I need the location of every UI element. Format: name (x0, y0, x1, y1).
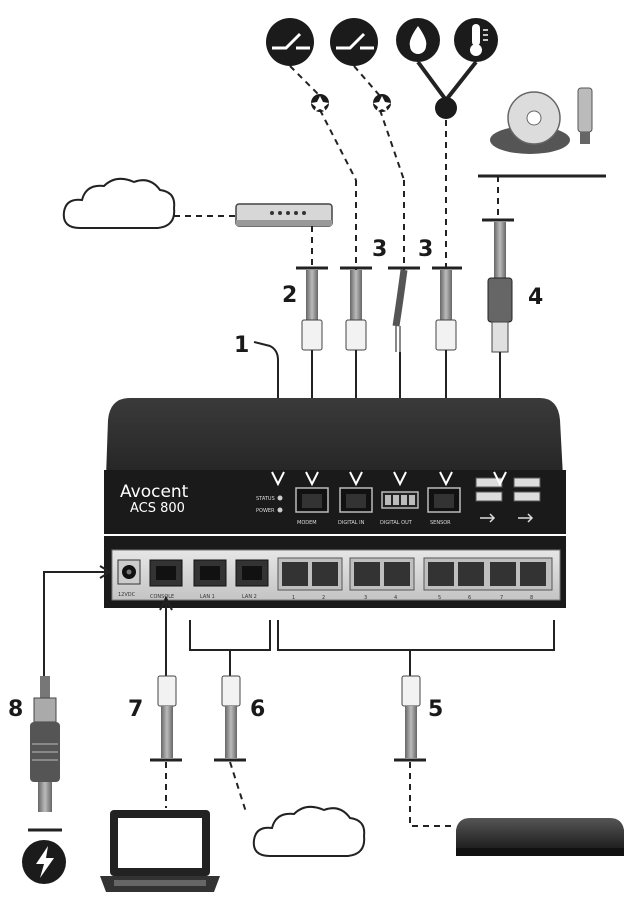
modem-port-label: MODEM (297, 520, 317, 526)
modem-device-icon (235, 203, 333, 227)
serial-port-number: 3 (364, 595, 367, 601)
console-port (149, 559, 183, 587)
status-label: STATUS (256, 496, 275, 502)
water-drop-icon (396, 18, 440, 62)
power-label: POWER (256, 508, 275, 514)
sensor-port (427, 487, 461, 513)
upper-cable-cut-bars (296, 218, 514, 270)
digital-out-label: DIGITAL OUT (380, 520, 413, 526)
serial-port-number: 1 (292, 595, 295, 601)
power-bolt-icon (22, 840, 66, 884)
lan1-port (193, 559, 227, 587)
status-leds: STATUS POWER (256, 495, 283, 514)
laptop-icon (100, 810, 220, 892)
serial-cable (394, 675, 456, 827)
callout-label: 3 (372, 237, 387, 262)
usb-symbol-icon (480, 513, 534, 523)
thermometer-icon (454, 18, 498, 62)
device-brand-label: Avocent (120, 482, 189, 502)
power-cable (28, 565, 112, 832)
serial-port-number: 5 (438, 595, 441, 601)
callout-label: 3 (418, 237, 433, 262)
digital-in-port-label: DIGITAL IN (338, 520, 365, 526)
contact-marker-icon-2 (373, 94, 391, 112)
console-cable (150, 675, 182, 808)
digital-in-switch-icon-1 (266, 18, 314, 66)
cloud-icon-lan (252, 805, 366, 857)
port-arrows (271, 471, 507, 487)
lan2-port-label: LAN 2 (242, 594, 257, 600)
serial-port-numbers: 1 2 3 4 5 6 7 8 (292, 595, 533, 601)
console-port-label: CONSOLE (150, 594, 174, 600)
serial-port-group-3 (423, 557, 553, 591)
digital-out-terminal (381, 491, 419, 509)
callout-label: 5 (428, 697, 443, 722)
digital-in-dashed-links (289, 65, 405, 270)
sensor-port-label: SENSOR (430, 520, 451, 526)
callout-label: 8 (8, 697, 23, 722)
serial-bracket (277, 620, 555, 676)
dc-power-jack (117, 559, 141, 585)
dc-power-label: 12VDC (118, 592, 136, 598)
callout-label: 2 (282, 283, 297, 308)
serial-port-number: 7 (500, 595, 503, 601)
digital-in-port (339, 487, 373, 513)
serial-port-number: 6 (468, 595, 471, 601)
callout-label: 6 (250, 697, 265, 722)
console-arrow (159, 595, 173, 676)
serial-port-number: 8 (530, 595, 533, 601)
callout-label: 1 (234, 333, 249, 358)
serial-port-group-2 (349, 557, 415, 591)
cd-icon (490, 91, 570, 154)
lan-cable (214, 675, 247, 813)
usb-ports (475, 477, 541, 502)
usb-stick-icon (577, 87, 593, 144)
serial-port-group-1 (277, 557, 343, 591)
server-icon (456, 818, 624, 856)
serial-port-number: 2 (322, 595, 325, 601)
cloud-icon-wan (62, 177, 176, 229)
digital-in-switch-icon-2 (330, 18, 378, 66)
serial-port-number: 4 (394, 595, 397, 601)
callout-label: 7 (128, 697, 143, 722)
modem-port (295, 487, 329, 513)
lan2-port (235, 559, 269, 587)
lan1-port-label: LAN 1 (200, 594, 215, 600)
contact-marker-icon-1 (311, 94, 329, 112)
device-model-label: ACS 800 (130, 501, 185, 516)
callout-label: 4 (528, 285, 543, 310)
lan-bracket (189, 620, 271, 676)
sensor-y-connector (416, 60, 478, 268)
callout-1-leader (253, 341, 279, 478)
